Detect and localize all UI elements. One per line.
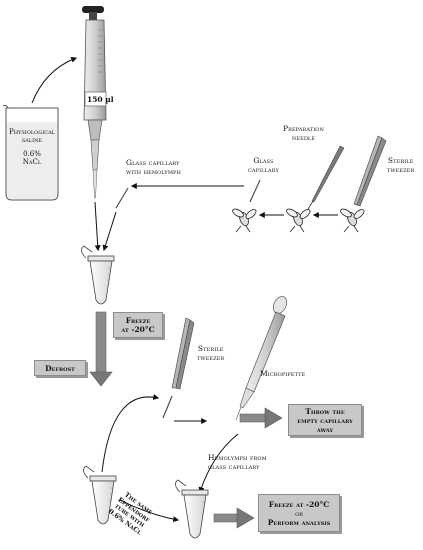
arrow-micropipette-to-tube xyxy=(198,433,239,494)
final-right-arrow xyxy=(213,507,255,529)
eppendorf-tube-icon-3 xyxy=(175,479,209,539)
arrow-tube-to-tweezer xyxy=(101,394,160,473)
freeze-down-arrow xyxy=(89,311,113,387)
label-hemolymph-from: Hemolymph from glass capillary xyxy=(208,453,267,471)
pipette-icon xyxy=(82,6,107,199)
throw-right-arrow xyxy=(239,407,283,429)
label-glass-capillary: Glass capillary xyxy=(248,156,279,174)
label-glass-capillary-hemolymph: Glass capillary with hemolymph xyxy=(126,158,181,176)
glass-capillary-mid-icon xyxy=(162,395,173,419)
sterile-tweezer-icon xyxy=(353,135,387,207)
arrow-pipette-to-tube xyxy=(94,201,101,252)
label-sterile-tweezer-mid: Sterile tweezer xyxy=(197,344,225,362)
label-preparation-needle: Preparation needle xyxy=(283,124,324,142)
freeze-box: Freeze at -20°C xyxy=(113,312,163,338)
eppendorf-tube-icon-1 xyxy=(81,245,115,305)
micropipette-icon xyxy=(235,296,287,421)
fly-icon-2 xyxy=(286,208,311,233)
beaker-icon xyxy=(2,104,59,201)
final-box: Freeze at -20°C or Perform analysis xyxy=(258,494,340,532)
throw-box: Throw the empty capillary away xyxy=(288,404,362,436)
label-micropipette: Micropipette xyxy=(260,369,306,378)
fly-icon-1 xyxy=(232,208,257,233)
glass-capillary-icon xyxy=(249,179,261,203)
arrow-beaker-to-pipette xyxy=(31,56,78,104)
preparation-needle-icon xyxy=(304,145,345,215)
capillary-hemolymph-icon xyxy=(115,187,129,209)
fly-icon-3 xyxy=(340,208,365,233)
beaker-label: Physiological saline 0.6% NaCl xyxy=(8,128,56,167)
arrow-same-tube-to-final xyxy=(119,499,180,523)
label-sterile-tweezer-top: Sterile tweezer xyxy=(387,156,415,174)
defrost-box: Defrost xyxy=(34,360,86,376)
pipette-volume-label: 150 µl xyxy=(87,95,114,104)
sterile-tweezer-mid-icon xyxy=(171,317,195,390)
arrow-capillary-to-tube xyxy=(102,211,117,252)
eppendorf-tube-icon-2 xyxy=(83,465,117,525)
